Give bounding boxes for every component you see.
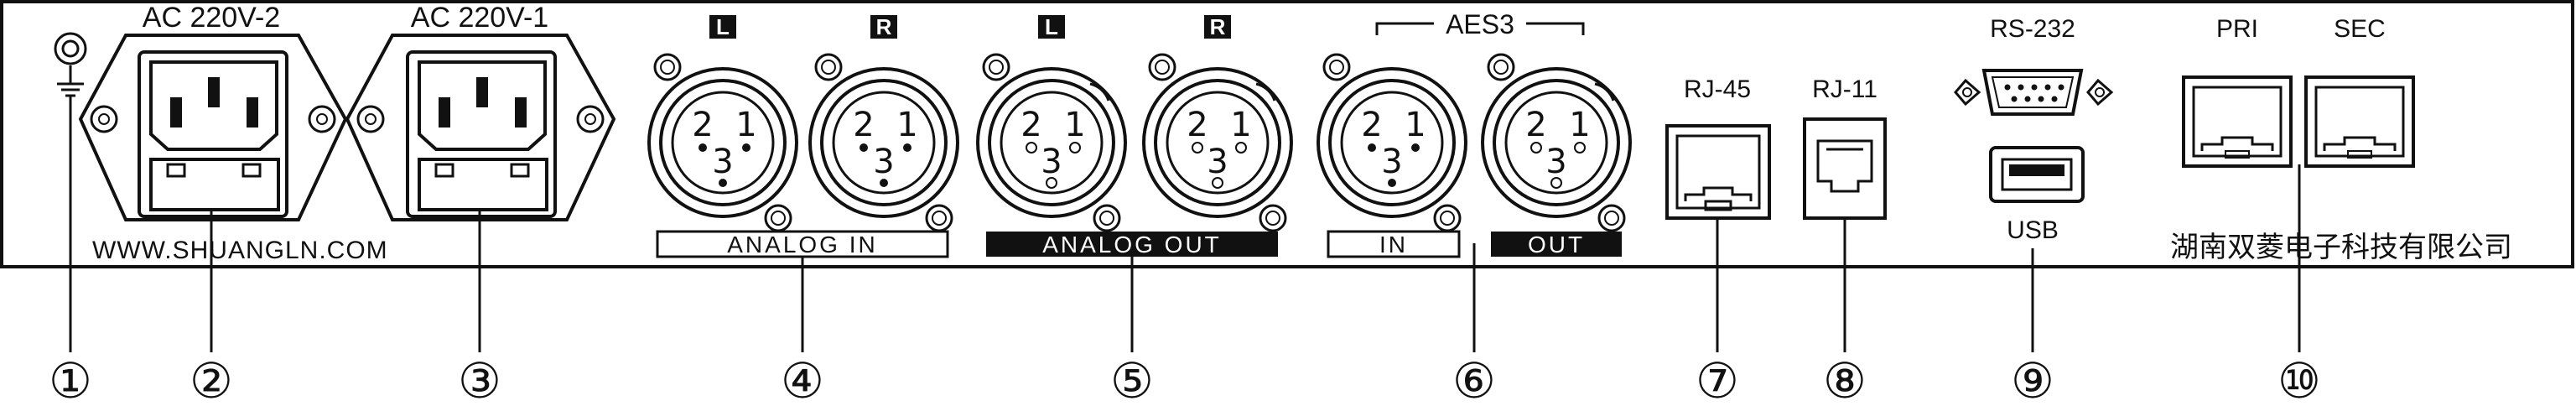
callout-5: ⑤ [1110,352,1154,406]
xlr-analog-in-left: 2 1 3 [647,53,798,232]
pri-label: PRI [2216,15,2258,43]
sec-port [2304,75,2415,168]
callout-1: ① [49,352,92,406]
pin-2-label: 2 [1525,106,1546,144]
left-badge-box [709,15,736,39]
right-badge-box [870,15,897,39]
pin-2-label: 2 [1187,106,1208,144]
right-badge: R [1210,14,1226,39]
callout-6: ⑥ [1452,352,1496,406]
sec-label: SEC [2334,15,2386,43]
pin-1-label: 1 [896,106,917,144]
callout-9: ⑨ [2011,352,2054,406]
usb-port [1989,146,2085,203]
usb-label: USB [2007,216,2059,244]
aes-in-label: IN [1379,232,1408,258]
pin-1-label: 1 [1230,106,1251,144]
aes-out-bar [1491,232,1622,257]
pin-1-label: 1 [1405,106,1426,144]
pri-port [2182,75,2293,168]
rs232-label: RS-232 [1990,15,2075,43]
left-badge: L [716,14,730,39]
panel-outline [0,0,2574,268]
left-badge: L [1045,14,1058,39]
pin-3-label: 3 [1041,143,1062,181]
xlr-analog-out-right: 2 1 3 [1142,53,1293,232]
callout-3: ③ [458,352,501,406]
callout-8: ⑧ [1823,352,1867,406]
aes-out-label: OUT [1528,232,1585,258]
aes3-bracket [1375,22,1585,35]
right-badge: R [876,14,892,39]
rj45-label: RJ-45 [1684,75,1751,103]
xlr-analog-out-left: 2 1 3 [976,53,1127,232]
callout-10: ⑩ [2277,352,2321,406]
xlr-aes-out: 2 1 3 [1481,53,1632,232]
pin-1-label: 1 [1569,106,1590,144]
pin-3-label: 3 [712,143,733,181]
left-badge-box [1038,15,1065,39]
pin-1-label: 1 [735,106,756,144]
pin-3-label: 3 [1207,143,1228,181]
analog-out-label: ANALOG OUT [1042,232,1222,258]
rs232-port [1954,69,2114,116]
website-label: WWW.SHUANGLN.COM [92,237,388,264]
right-badge-box [1204,15,1231,39]
pin-3-label: 3 [1545,143,1566,181]
analog-out-bar [986,232,1278,257]
pin-2-label: 2 [692,106,713,144]
pin-2-label: 2 [853,106,874,144]
ac-inlet-1 [345,34,616,221]
callout-2: ② [190,352,233,406]
ac2-label: AC 220V-2 [143,2,280,34]
pin-1-label: 1 [1064,106,1085,144]
pin-3-label: 3 [873,143,894,181]
pin-3-label: 3 [1381,143,1402,181]
aes3-label: AES3 [1446,9,1514,39]
analog-in-label: ANALOG IN [727,232,877,258]
rj11-label: RJ-11 [1812,75,1877,103]
ground-terminal [54,32,87,352]
callout-4: ④ [781,352,824,406]
ac-inlet-2 [78,34,348,221]
pin-2-label: 2 [1021,106,1041,144]
company-label: 湖南双菱电子科技有限公司 [2170,232,2512,263]
rj45-port [1665,124,1771,220]
ac1-label: AC 220V-1 [411,2,548,34]
aes-in-bar [1327,230,1461,258]
callout-7: ⑦ [1696,352,1739,406]
pin-2-label: 2 [1361,106,1382,144]
